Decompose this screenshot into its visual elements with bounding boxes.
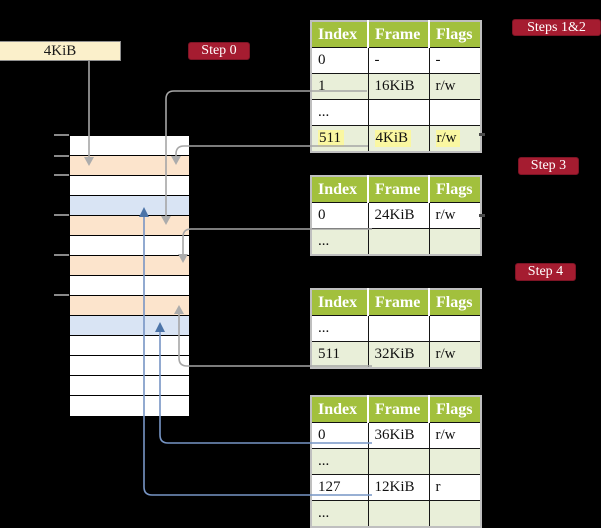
page-table-step3: Index Frame Flags 0 24KiB r/w ... xyxy=(310,175,482,256)
memory-frame-row xyxy=(70,136,189,156)
memory-frame-row xyxy=(70,376,189,396)
cell-index: 511 xyxy=(310,125,369,153)
table-header-row: Index Frame Flags xyxy=(310,176,481,203)
memory-frame-row xyxy=(70,276,189,296)
table-row: 1 16KiB r/w xyxy=(310,73,482,100)
cell-flags xyxy=(428,448,482,475)
address-tick xyxy=(54,214,69,216)
cell-flags xyxy=(428,228,482,256)
cell-flags: r/w xyxy=(428,422,482,449)
cell-flags xyxy=(428,99,482,126)
table-header-row: Index Frame Flags xyxy=(310,396,481,423)
row-marker-stub xyxy=(479,133,485,136)
memory-frame-row xyxy=(70,236,189,256)
cell-frame: 16KiB xyxy=(367,73,430,100)
physical-memory-column xyxy=(69,135,190,417)
frame-size-label: 4KiB xyxy=(0,41,121,61)
table-row: ... xyxy=(310,99,482,126)
cell-flags: r xyxy=(428,474,482,501)
table-row-highlighted: 511 4KiB r/w xyxy=(310,125,482,153)
memory-frame-row xyxy=(70,336,189,356)
address-tick xyxy=(54,174,69,176)
cell-frame xyxy=(367,99,430,126)
table-row: ... xyxy=(310,315,482,342)
memory-frame-row xyxy=(70,296,189,316)
memory-frame-row xyxy=(70,356,189,376)
cell-frame: 36KiB xyxy=(367,422,430,449)
cell-flags: r/w xyxy=(428,125,482,153)
cell-index: ... xyxy=(310,99,369,126)
page-table-step4: Index Frame Flags ... 511 32KiB r/w xyxy=(310,288,482,369)
table-header-row: Index Frame Flags xyxy=(310,289,481,316)
table-row: 127 12KiB r xyxy=(310,474,482,501)
column-header-frame: Frame xyxy=(367,396,429,423)
cell-frame xyxy=(367,228,430,256)
table-row: ... xyxy=(310,448,482,475)
cell-index: 127 xyxy=(310,474,369,501)
table-header-row: Index Frame Flags xyxy=(310,21,481,48)
cell-flags xyxy=(428,315,482,342)
cell-index: 0 xyxy=(310,422,369,449)
cell-flags: r/w xyxy=(428,202,482,229)
column-header-flags: Flags xyxy=(428,289,481,316)
memory-frame-row xyxy=(70,216,189,236)
memory-frame-row xyxy=(70,156,189,176)
cell-flags: - xyxy=(428,47,482,74)
badge-step-0: Step 0 xyxy=(188,42,250,60)
column-header-flags: Flags xyxy=(428,176,481,203)
table-row: 0 36KiB r/w xyxy=(310,422,482,449)
memory-frame-row xyxy=(70,256,189,276)
table-row: ... xyxy=(310,228,482,256)
address-tick xyxy=(54,254,69,256)
cell-frame: 32KiB xyxy=(367,341,430,369)
cell-index: 0 xyxy=(310,202,369,229)
cell-index: 511 xyxy=(310,341,369,369)
column-header-index: Index xyxy=(310,396,368,423)
cell-index: 1 xyxy=(310,73,369,100)
column-header-flags: Flags xyxy=(428,396,481,423)
address-tick xyxy=(54,155,69,157)
cell-index: ... xyxy=(310,448,369,475)
memory-frame-row xyxy=(70,176,189,196)
cell-flags: r/w xyxy=(428,73,482,100)
column-header-flags: Flags xyxy=(428,21,481,48)
cell-index: ... xyxy=(310,228,369,256)
page-table-root: Index Frame Flags 0 - - 1 16KiB r/w ... … xyxy=(310,20,482,153)
cell-index: 0 xyxy=(310,47,369,74)
table-row: 0 24KiB r/w xyxy=(310,202,482,229)
badge-step-3: Step 3 xyxy=(518,157,579,175)
memory-frame-row xyxy=(70,396,189,416)
cell-frame: 12KiB xyxy=(367,474,430,501)
address-tick xyxy=(54,294,69,296)
cell-index: ... xyxy=(310,315,369,342)
page-table-leaf: Index Frame Flags 0 36KiB r/w ... 127 12… xyxy=(310,395,482,528)
cell-flags xyxy=(428,500,482,528)
column-header-frame: Frame xyxy=(367,176,429,203)
table-row: 0 - - xyxy=(310,47,482,74)
column-header-index: Index xyxy=(310,176,368,203)
cell-frame: 4KiB xyxy=(367,125,430,153)
column-header-index: Index xyxy=(310,21,368,48)
badge-step-4: Step 4 xyxy=(515,263,576,281)
cell-frame xyxy=(367,500,430,528)
table-row: 511 32KiB r/w xyxy=(310,341,482,369)
badge-steps-1-2: Steps 1&2 xyxy=(512,19,601,36)
cell-index: ... xyxy=(310,500,369,528)
memory-frame-row xyxy=(70,316,189,336)
row-marker-stub xyxy=(479,214,485,217)
cell-frame: - xyxy=(367,47,430,74)
cell-frame xyxy=(367,448,430,475)
cell-flags: r/w xyxy=(428,341,482,369)
column-header-index: Index xyxy=(310,289,368,316)
column-header-frame: Frame xyxy=(367,21,429,48)
table-row: ... xyxy=(310,500,482,528)
address-tick xyxy=(54,134,69,136)
memory-frame-row xyxy=(70,196,189,216)
column-header-frame: Frame xyxy=(367,289,429,316)
cell-frame xyxy=(367,315,430,342)
cell-frame: 24KiB xyxy=(367,202,430,229)
